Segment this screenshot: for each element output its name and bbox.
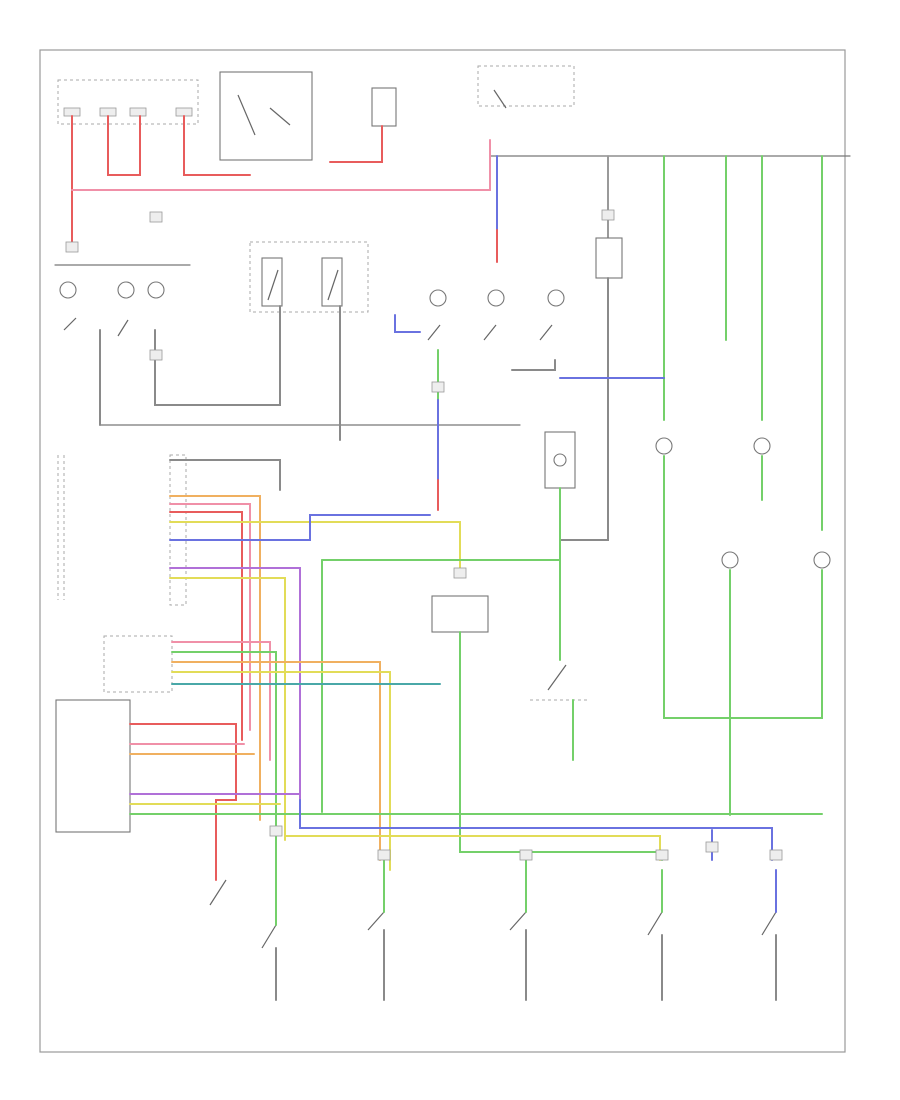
wire-green-mid-2 bbox=[171, 651, 277, 901]
wire-yellow-harness-2 bbox=[169, 577, 286, 841]
top-fuse-block bbox=[57, 79, 199, 125]
wire-orange-mid bbox=[171, 661, 381, 861]
wire-red-2 bbox=[107, 115, 141, 176]
wire-green-right-1 bbox=[663, 455, 823, 719]
wire-blue-mid bbox=[394, 314, 421, 333]
wire-pink-top bbox=[71, 139, 491, 191]
wire-yellow-harness bbox=[169, 521, 461, 571]
door-switch-group bbox=[249, 241, 369, 313]
wire-gray-harness-1 bbox=[169, 459, 281, 491]
control-module-center bbox=[431, 595, 489, 633]
lamp-row-right bbox=[429, 289, 565, 307]
wire-blue-harness bbox=[169, 514, 431, 541]
bottom-switch-row bbox=[209, 879, 777, 949]
relay-mid-right bbox=[544, 431, 576, 489]
wire-blue-bottom bbox=[299, 799, 773, 861]
connector-markers bbox=[65, 209, 783, 861]
wire-green-module bbox=[459, 631, 663, 861]
diagram-frame bbox=[39, 49, 846, 1053]
lamp-column-right bbox=[655, 437, 831, 569]
wire-yellow-mid bbox=[171, 671, 391, 871]
connector-block-mid bbox=[103, 635, 173, 693]
wire-pink-mid bbox=[171, 641, 271, 761]
ignition-switch-top bbox=[477, 65, 575, 109]
wire-red-4 bbox=[329, 125, 383, 163]
relay-box-left bbox=[219, 71, 313, 161]
wire-yellow-bottom-2 bbox=[284, 835, 661, 861]
connector-panel-left bbox=[57, 454, 187, 606]
wire-red-3 bbox=[183, 115, 251, 176]
wire-pink-harness bbox=[169, 503, 251, 731]
switch-relay-lower bbox=[530, 664, 590, 701]
control-module-top bbox=[371, 87, 397, 127]
lamp-row-left bbox=[59, 281, 165, 299]
connector-block-bottom bbox=[55, 699, 131, 833]
switch-contacts-mid bbox=[63, 317, 553, 341]
wire-red-harness bbox=[169, 511, 243, 741]
wire-gray-right-1 bbox=[559, 277, 609, 541]
wire-gray-mid-4 bbox=[511, 359, 556, 371]
wire-gray-mid-2 bbox=[154, 305, 281, 406]
relay-box-right bbox=[595, 237, 623, 279]
wire-orange-harness bbox=[169, 495, 261, 821]
wire-violet-harness bbox=[169, 567, 301, 801]
wire-red-bottom bbox=[129, 723, 237, 881]
